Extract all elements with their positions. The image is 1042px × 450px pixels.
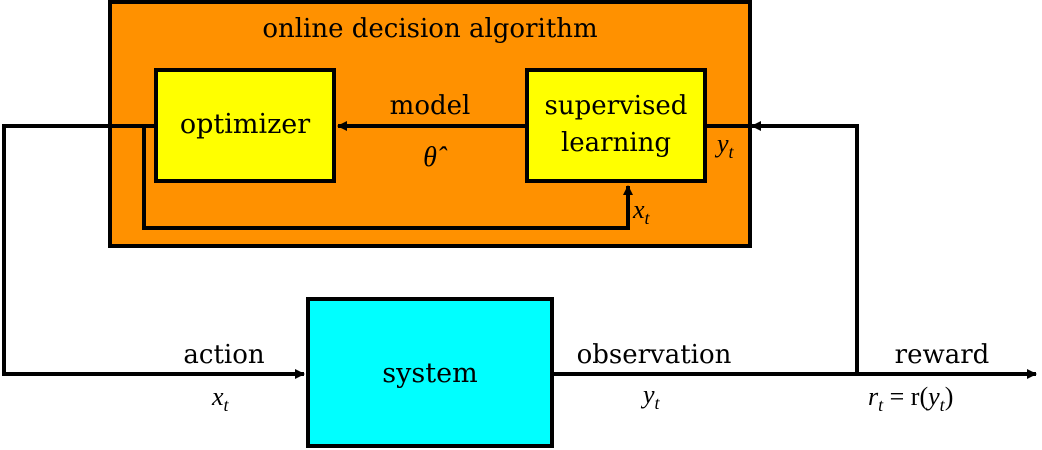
supervised-learning-box (525, 68, 707, 183)
reward-label: reward (895, 340, 990, 370)
supervised-learning-label-line2: learning (561, 128, 671, 158)
observation-yt-label: yt (640, 380, 661, 413)
system-label: system (382, 358, 477, 389)
outer-box-title: online decision algorithm (262, 14, 597, 44)
supervised-learning-label-line1: supervised (545, 91, 688, 121)
reward-formula: rt = r(yt) (868, 382, 953, 415)
internal-xt-label: xt (632, 195, 651, 228)
optimizer-box (154, 68, 336, 183)
yt-input-label: yt (714, 129, 735, 162)
system-box (306, 297, 554, 448)
action-label: action (183, 340, 264, 370)
model-label: model (390, 91, 471, 121)
optimizer-label: optimizer (180, 109, 310, 140)
observation-label: observation (577, 340, 732, 370)
action-arrow (2, 124, 305, 379)
action-xt-label: xt (211, 382, 230, 415)
